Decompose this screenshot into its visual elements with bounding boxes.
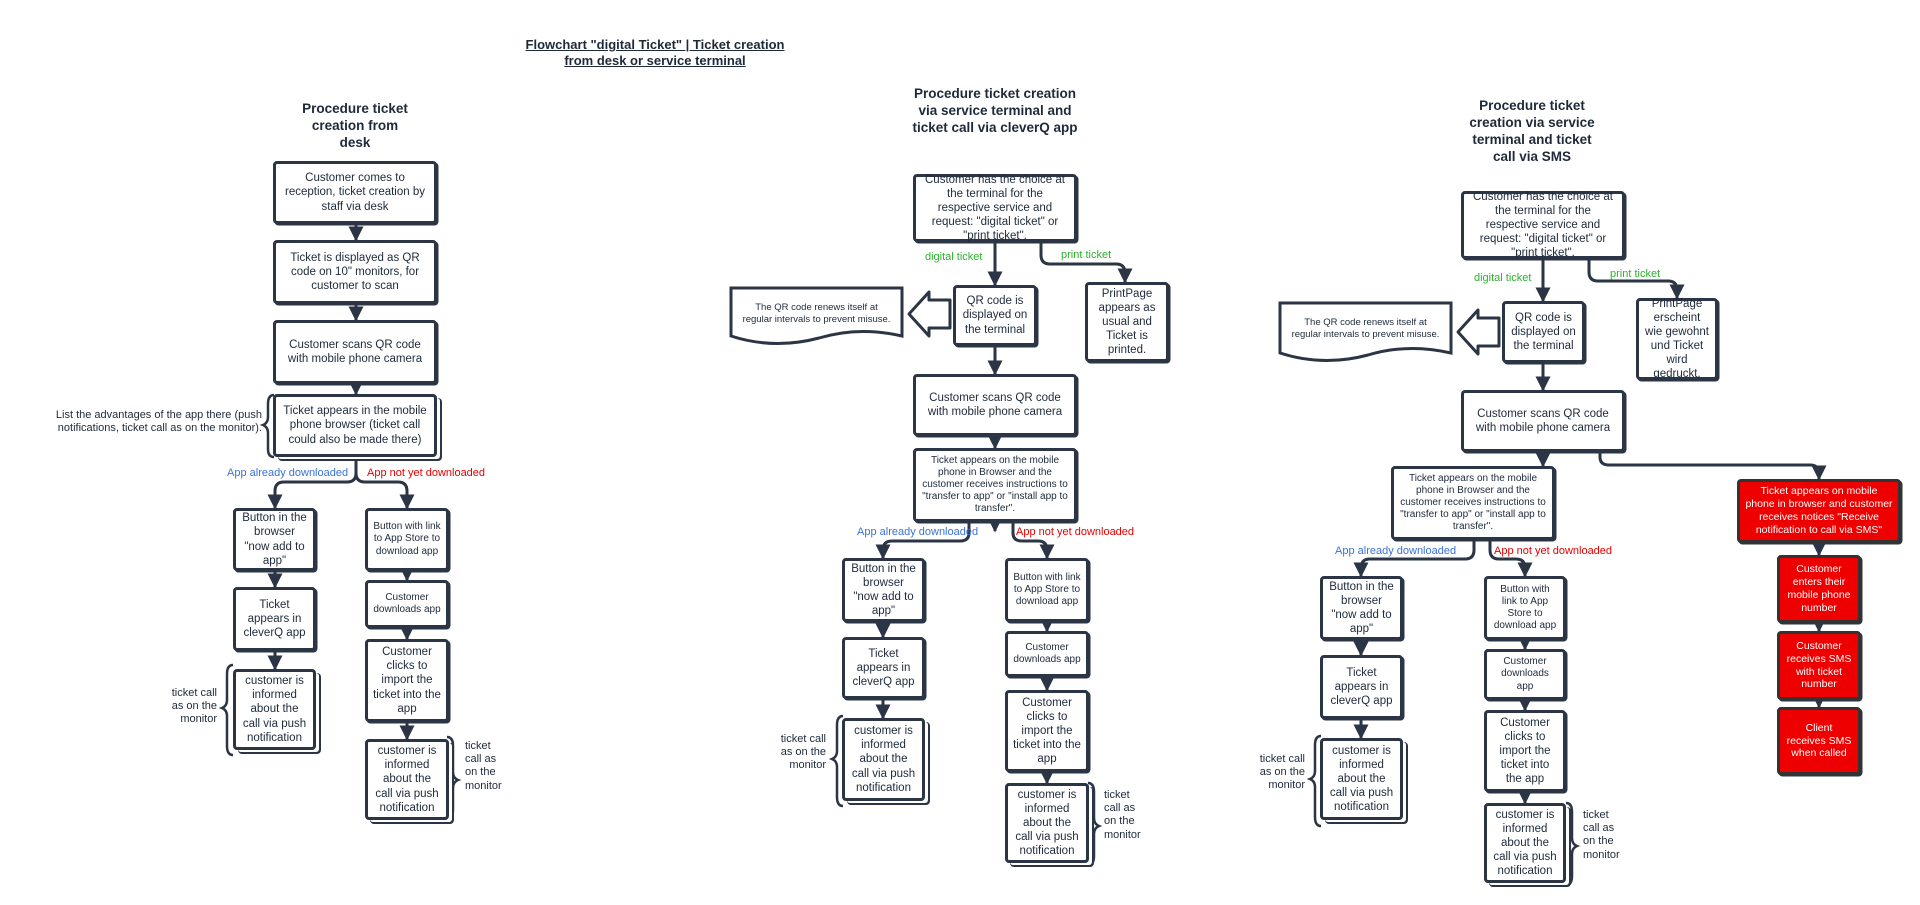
connector <box>1488 540 1533 578</box>
brace <box>1087 781 1103 867</box>
sms-step: Customer receives SMS with ticket number <box>1777 631 1861 700</box>
flow-step: Button in the browser "now add to app" <box>842 558 925 622</box>
flow-step: customer is informed about the call via … <box>365 739 449 820</box>
flow-step: Customer clicks to import the ticket int… <box>365 639 449 722</box>
flow-step: Ticket appears in cleverQ app <box>1320 655 1403 719</box>
doc-note-text: The QR code renews itself at regular int… <box>742 302 891 325</box>
qr-renewal-note: The QR code renews itself at regular int… <box>1278 301 1453 365</box>
connector <box>1353 540 1476 578</box>
flow-step: Customer has the choice at the terminal … <box>1461 191 1625 259</box>
flow-step: Customer clicks to import the ticket int… <box>1484 710 1566 792</box>
brace <box>218 663 234 757</box>
qr-renewal-note: The QR code renews itself at regular int… <box>729 286 904 348</box>
branch-label-app-downloaded: App already downloaded <box>857 526 979 538</box>
flow-step: Customer clicks to import the ticket int… <box>1005 690 1089 772</box>
sms-step: Client receives SMS when called <box>1777 707 1861 775</box>
flow-step: customer is informed about the call via … <box>1484 803 1566 883</box>
flow-step: Ticket appears in cleverQ app <box>233 587 316 651</box>
flow-step: Button with link to App Store to downloa… <box>1484 576 1566 640</box>
column-title: Procedure ticket creation via service te… <box>912 86 1078 135</box>
flow-step: Customer scans QR code with mobile phone… <box>273 320 437 384</box>
call-note: ticket call as on the monitor <box>171 687 217 726</box>
connector <box>1039 242 1133 284</box>
left-arrow-icon <box>907 290 952 338</box>
flow-step: customer is informed about the call via … <box>842 718 925 801</box>
branch-label-print: print ticket <box>1610 268 1661 280</box>
column-title: Procedure ticket creation via service te… <box>1469 98 1595 164</box>
connector <box>875 522 971 560</box>
call-note: ticket call as on the monitor <box>780 733 826 772</box>
flow-step: Ticket appears in the mobile phone brows… <box>273 394 437 457</box>
document-title: Flowchart "digital Ticket" | Ticket crea… <box>525 37 785 69</box>
flow-step: Customer has the choice at the terminal … <box>913 174 1077 242</box>
flow-step: QR code is displayed on the terminal <box>953 285 1037 346</box>
connector <box>267 457 358 510</box>
flow-step: Customer downloads app <box>365 580 449 628</box>
connector <box>1587 259 1685 300</box>
branch-label-digital: digital ticket <box>925 251 983 263</box>
flow-step: customer is informed about the call via … <box>1320 738 1403 820</box>
column-title: Procedure ticket creation from desk <box>302 101 408 150</box>
connector <box>1011 522 1055 560</box>
brace <box>1565 801 1581 887</box>
call-note: ticket call as on the monitor <box>1104 789 1141 841</box>
flow-step: Button in the browser "now add to app" <box>233 508 316 571</box>
side-note: List the advantages of the app there (pu… <box>55 409 262 435</box>
flow-step: Ticket appears on the mobile phone in Br… <box>1391 466 1555 540</box>
sms-step: Customer enters their mobile phone numbe… <box>1777 555 1861 623</box>
doc-note-text: The QR code renews itself at regular int… <box>1291 317 1440 340</box>
branch-label-app-not-downloaded: App not yet downloaded <box>1494 545 1613 557</box>
connector <box>1598 452 1827 481</box>
flow-step: Ticket appears on the mobile phone in Br… <box>913 448 1077 522</box>
call-note: ticket call as on the monitor <box>1259 753 1305 792</box>
branch-label-app-downloaded: App already downloaded <box>227 467 349 479</box>
left-arrow-icon <box>1456 308 1501 356</box>
flow-step: Customer scans QR code with mobile phone… <box>1461 390 1625 452</box>
flow-step: Ticket is displayed as QR code on 10" mo… <box>273 240 437 304</box>
flow-step: customer is informed about the call via … <box>233 669 316 750</box>
flow-step: Customer downloads app <box>1484 649 1566 700</box>
call-note: ticket call as on the monitor <box>1583 809 1620 861</box>
flow-step: Customer comes to reception, ticket crea… <box>273 161 437 224</box>
branch-label-app-downloaded: App already downloaded <box>1335 545 1457 557</box>
flow-step: Button with link to App Store to downloa… <box>1005 558 1089 622</box>
flow-step: PrintPage appears as usual and Ticket is… <box>1085 282 1169 362</box>
sms-step: Ticket appears on mobile phone in browse… <box>1737 479 1901 543</box>
branch-label-print: print ticket <box>1061 249 1112 261</box>
brace <box>259 393 275 459</box>
brace <box>828 714 844 808</box>
flow-step: PrintPage erscheint wie gewohnt und Tick… <box>1636 298 1718 380</box>
flow-step: Ticket appears in cleverQ app <box>842 637 925 699</box>
brace <box>446 735 462 821</box>
flow-step: Customer downloads app <box>1005 631 1089 677</box>
flow-step: QR code is displayed on the terminal <box>1502 301 1585 363</box>
call-note: ticket call as on the monitor <box>465 740 502 792</box>
flow-step: Button in the browser "now add to app" <box>1320 576 1403 640</box>
branch-label-app-not-downloaded: App not yet downloaded <box>367 467 486 479</box>
branch-label-digital: digital ticket <box>1474 272 1532 284</box>
connector <box>354 457 415 510</box>
flow-step: Button with link to App Store to downloa… <box>365 508 449 571</box>
flow-step: customer is informed about the call via … <box>1005 783 1089 863</box>
brace <box>1306 734 1322 828</box>
flow-step: Customer scans QR code with mobile phone… <box>913 374 1077 436</box>
branch-label-app-not-downloaded: App not yet downloaded <box>1016 526 1135 538</box>
